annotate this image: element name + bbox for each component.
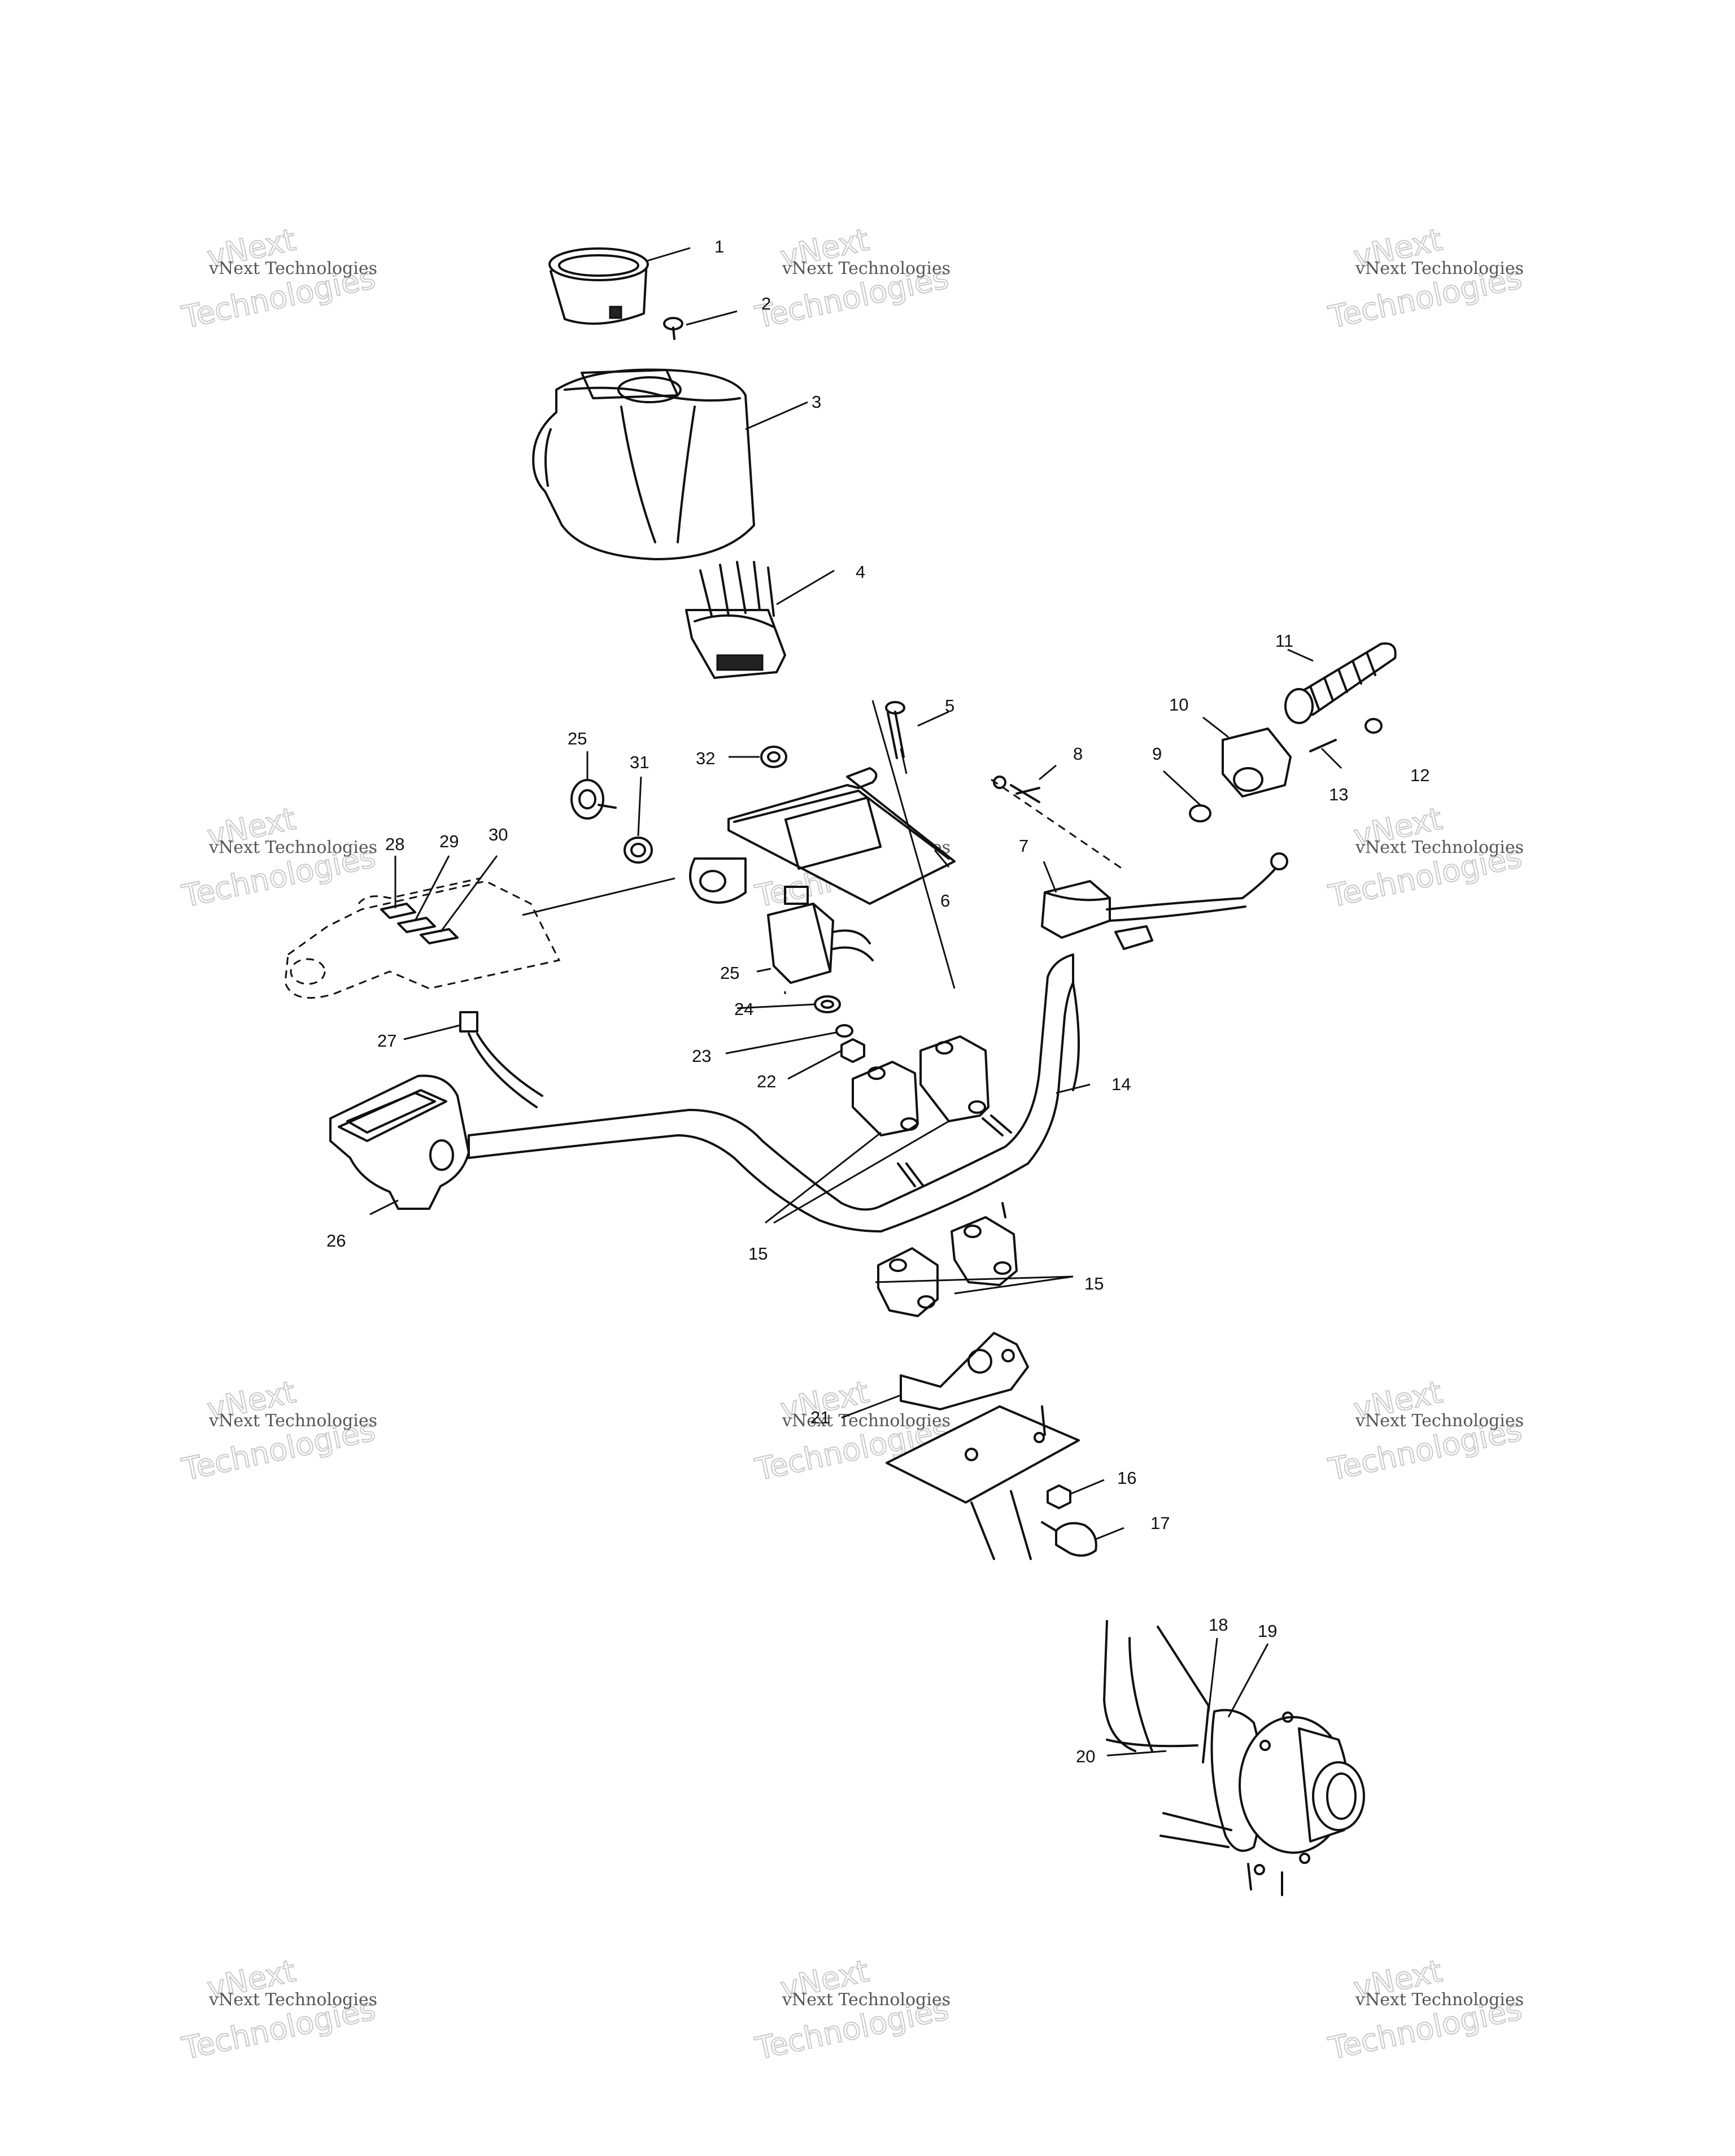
callout-labels: 1 2 3 4 5 6 7 8 9 10 11 12 13 14 15 15 1…	[326, 237, 1429, 1766]
part-32-washer	[760, 746, 787, 768]
part-16-nut	[1047, 1484, 1071, 1509]
assembly-lines	[522, 700, 956, 994]
callout-16: 16	[1117, 1468, 1136, 1488]
part-31-nut	[624, 837, 653, 864]
callout-14: 14	[1111, 1074, 1131, 1094]
steering-plate	[886, 1405, 1080, 1560]
part-21-riser-block	[900, 1332, 1029, 1410]
part-2-screw	[663, 317, 683, 340]
callout-21: 21	[810, 1408, 830, 1427]
callout-27: 27	[377, 1031, 396, 1051]
callout-15a: 15	[748, 1244, 768, 1264]
part-6-bracket	[689, 767, 956, 905]
callout-25a: 25	[568, 729, 587, 748]
part-13-set-screw	[1309, 739, 1337, 752]
callout-30: 30	[489, 825, 508, 844]
part-22-nut	[840, 1038, 865, 1063]
watermark-line2: vNext Technologies	[208, 1411, 377, 1431]
watermark-line2: vNext Technologies	[1355, 838, 1524, 857]
callout-29: 29	[439, 831, 459, 851]
callout-17: 17	[1150, 1513, 1170, 1533]
callout-4: 4	[856, 562, 865, 582]
part-7-master-cylinder	[1041, 852, 1288, 950]
part-4-harness-block	[685, 561, 786, 679]
part-9-bushing	[1189, 804, 1211, 822]
part-10-throttle-housing	[1222, 728, 1292, 798]
watermark-line2: vNext Technologies	[208, 1990, 377, 2010]
part-26-left-switch-housing	[329, 1074, 470, 1210]
part-11-grip	[1284, 642, 1397, 724]
callout-5: 5	[945, 696, 954, 716]
watermark-line2: vNext Technologies	[208, 838, 377, 857]
callout-12: 12	[1410, 765, 1429, 785]
part-12-end-cap	[1365, 718, 1383, 734]
part-25-key-switch	[570, 779, 617, 820]
callout-24: 24	[734, 999, 753, 1019]
callout-22: 22	[757, 1072, 776, 1091]
callout-10: 10	[1169, 695, 1188, 715]
callout-28: 28	[385, 834, 404, 854]
part-14-handlebar	[468, 953, 1080, 1232]
watermark-line2: vNext Technologies	[782, 1990, 951, 2010]
part-1-gauge-cup	[548, 247, 649, 325]
watermark-line2: vNext Technologies	[1355, 259, 1524, 278]
callout-11: 11	[1275, 631, 1293, 651]
callout-2: 2	[761, 294, 771, 313]
part-5-bolt	[885, 701, 905, 759]
watermark-line2: vNext Technologies	[782, 1411, 951, 1431]
part-15-lower-clamps	[877, 1202, 1018, 1317]
callout-13: 13	[1329, 785, 1348, 804]
callout-26: 26	[326, 1231, 346, 1251]
callout-1: 1	[714, 237, 724, 256]
watermark-line2: vNext Technologies	[208, 259, 377, 278]
watermark-line2: vNext Technologies	[1355, 1411, 1524, 1431]
parts-18-20-hub-assembly	[1103, 1620, 1365, 1896]
callout-32: 32	[696, 748, 715, 768]
part-3-pod-cover	[532, 368, 755, 560]
part-17-cable-clamp	[1041, 1521, 1097, 1557]
callout-20: 20	[1076, 1746, 1095, 1766]
callout-31: 31	[630, 752, 649, 772]
part-8-throttle-cable	[991, 776, 1124, 871]
callout-6: 6	[940, 891, 950, 911]
callout-15b: 15	[1084, 1274, 1104, 1293]
watermark-line2: vNext Technologies	[782, 259, 951, 278]
callout-9: 9	[1152, 744, 1162, 764]
part-25-ignition-switch	[767, 886, 874, 984]
callout-3: 3	[812, 392, 821, 412]
leader-lines	[369, 247, 1342, 1757]
callout-7: 7	[1019, 836, 1028, 856]
part-27-connector	[459, 1011, 543, 1108]
part-15-upper-clamps	[852, 1035, 989, 1136]
callout-25b: 25	[720, 963, 739, 983]
parts-28-30-switch-plate	[284, 877, 561, 999]
callout-23: 23	[692, 1046, 711, 1066]
part-23-lock-washer	[835, 1024, 853, 1038]
callout-18: 18	[1209, 1615, 1228, 1635]
watermark-line2: vNext Technologies	[1355, 1990, 1524, 2010]
part-24-washer	[814, 995, 841, 1013]
callout-8: 8	[1073, 744, 1083, 764]
callout-19: 19	[1258, 1621, 1277, 1641]
